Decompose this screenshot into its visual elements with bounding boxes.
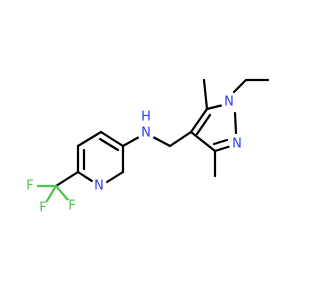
bond-pyr-c5-n bbox=[105, 170, 125, 184]
atom-labels: N H N N N F F F bbox=[23, 94, 245, 216]
bond-ring-nh bbox=[121, 135, 141, 148]
bond-c-f2 bbox=[54, 184, 70, 202]
pyridine-n-label: N bbox=[94, 179, 104, 194]
bond-pyr-c2-c3 bbox=[76, 130, 103, 148]
bond-ch2-pyrazole bbox=[168, 130, 193, 148]
bond-pz-c4-c5 bbox=[189, 107, 209, 134]
bond-n1-ethyl-ch2 bbox=[232, 78, 248, 94]
pyrazole-n2-bg bbox=[229, 136, 245, 152]
fluorine-3-bg bbox=[36, 201, 50, 215]
bond-pyr-c3-c4 bbox=[99, 130, 125, 148]
bond-pz-c3-n2 bbox=[213, 144, 233, 153]
pyrazole-ring bbox=[189, 103, 238, 153]
pyrazole-n2-label: N bbox=[232, 137, 242, 152]
pyrazole-substituents bbox=[202, 78, 270, 178]
bond-pz-c4-c3 bbox=[189, 130, 217, 153]
bond-pz-c3-n2-inner bbox=[212, 138, 229, 146]
fluorine-3-label: F bbox=[39, 201, 46, 216]
fluorine-2-label: F bbox=[68, 199, 75, 214]
bond-c5-methyl bbox=[202, 78, 209, 111]
pyridine-ring bbox=[76, 130, 125, 185]
amine-n-label: N bbox=[141, 126, 151, 141]
bond-pz-c5-n1 bbox=[205, 103, 225, 111]
pyridine-n-bg bbox=[91, 178, 107, 194]
pyrazole-n1-bg bbox=[221, 94, 237, 110]
amine-h-label: H bbox=[141, 110, 151, 125]
bond-pz-c4-c5-inner bbox=[195, 113, 212, 136]
amine-n-bg bbox=[137, 123, 155, 141]
bond-pz-n1-n2 bbox=[233, 111, 238, 135]
fluorine-1-label: F bbox=[26, 179, 33, 194]
bond-ring-cf3 bbox=[54, 170, 80, 188]
pyrazole-n1-label: N bbox=[224, 95, 234, 110]
fluorine-1-bg bbox=[23, 179, 37, 193]
amine-linker bbox=[121, 130, 193, 148]
bond-nh-ch2 bbox=[151, 135, 172, 148]
fluorine-2-bg bbox=[65, 199, 79, 213]
trifluoromethyl-group bbox=[34, 170, 80, 203]
molecule-structure: N H N N N F F F bbox=[23, 78, 270, 216]
bond-c-f3 bbox=[45, 184, 58, 203]
bond-pyr-c3-c4-inner bbox=[98, 137, 120, 152]
